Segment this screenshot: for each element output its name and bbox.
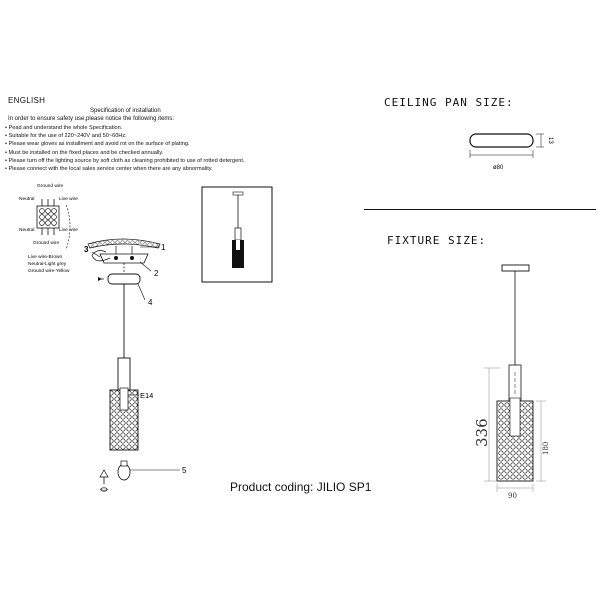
wiring-diagram: Ground wire Neutral Live wire Neutral Li… <box>19 183 78 274</box>
fixture-size-drawing: 336 180 90 <box>473 264 550 500</box>
canopy <box>107 273 141 285</box>
fixture-width: 90 <box>508 492 517 500</box>
ceiling-pan-drawing: ø80 13 <box>469 133 553 171</box>
spec-bullet: • Pead and understand the whole Specific… <box>5 125 123 131</box>
wiring-legend-live: Live wire-Brown <box>28 254 62 260</box>
install-drawing: 1 2 3 4 5 E14 <box>84 238 187 492</box>
callout-1: 1 <box>161 243 166 252</box>
wiring-live-bottom: Live wire <box>59 227 78 233</box>
callout-4: 4 <box>148 298 153 307</box>
ceiling-pan-height: 13 <box>547 137 553 144</box>
wiring-live-top: Live wire <box>59 196 78 202</box>
wiring-neutral-top: Neutral <box>19 196 34 202</box>
fixture-canopy <box>501 264 530 272</box>
wiring-ground-top: Ground wire <box>37 183 63 189</box>
ceiling-pan-header: CEILING PAN SIZE: <box>384 96 514 109</box>
wiring-legend-neutral: Neutral-Light grey <box>28 261 67 267</box>
bulb <box>117 463 131 481</box>
wiring-neutral-bottom: Neutral <box>19 227 34 233</box>
fixture-total-height: 336 <box>473 418 491 447</box>
ceiling-pan-diameter: ø80 <box>493 165 504 171</box>
lamp-holder-tube <box>117 357 131 391</box>
fixture-shade-height: 180 <box>542 442 550 455</box>
ceiling-surface <box>87 238 161 249</box>
socket-label: E14 <box>140 391 153 400</box>
wiring-legend-ground: Ground wire-Yellow <box>28 268 70 274</box>
product-coding: Product coding: JILIO SP1 <box>230 480 372 494</box>
spec-bullet: • Suitable for the use of 220~240V and 5… <box>5 133 127 140</box>
fixture-tube <box>508 364 522 402</box>
spec-bullet: • Must be installed on the fixed places … <box>5 149 164 156</box>
spec-title: Specification of installation <box>90 108 161 114</box>
mounting-bracket <box>99 253 149 264</box>
callout-2: 2 <box>154 269 159 278</box>
spec-bullet: • Please turn off the lighting source by… <box>5 157 245 164</box>
spec-bullets: • Pead and understand the whole Specific… <box>5 124 244 173</box>
insert-arrow-icon <box>99 469 109 478</box>
callout-3: 3 <box>84 245 89 254</box>
wiring-ground-bottom: Ground wire <box>33 240 59 246</box>
spec-bullet: • Please connect with the local sales se… <box>5 166 213 173</box>
language-label: ENGLISH <box>8 96 46 105</box>
spec-intro: In order to ensure safety use,please not… <box>8 116 175 122</box>
callout-5: 5 <box>182 466 187 475</box>
fixture-header: FIXTURE SIZE: <box>387 234 487 247</box>
ceiling-pan-profile <box>469 133 534 148</box>
thumbnail-shade <box>232 240 244 268</box>
spec-bullet: • Please wear gloves as installment and … <box>5 141 190 148</box>
fixture-thumbnail <box>201 186 273 283</box>
section-divider <box>364 209 596 210</box>
